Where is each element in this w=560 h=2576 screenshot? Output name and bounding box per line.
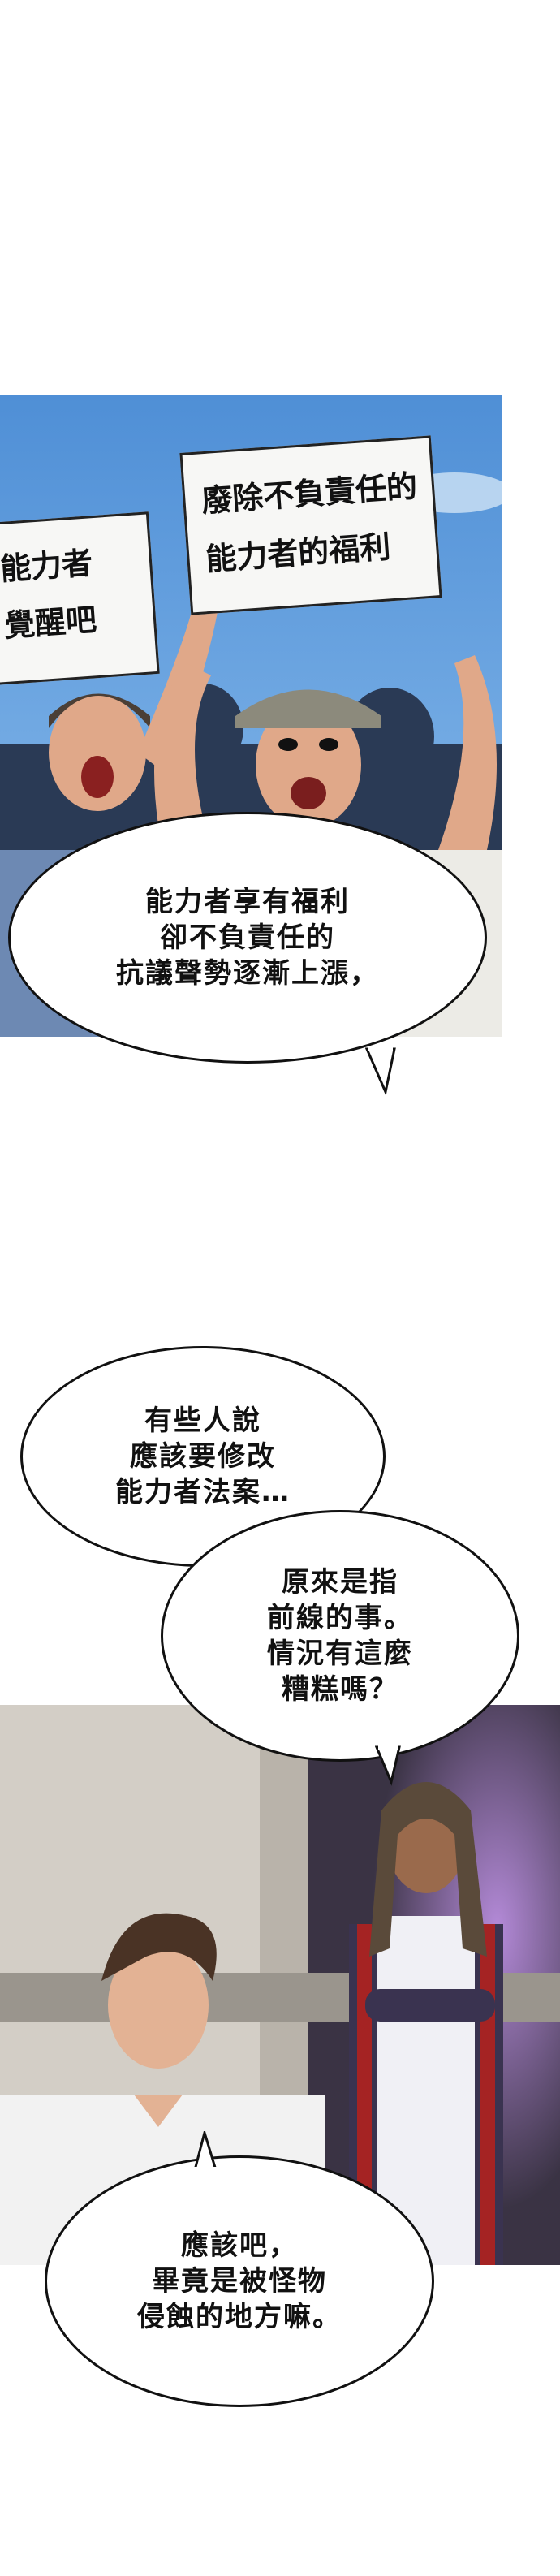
speech-bubble-2-text: 有些人說 應該要修改 能力者法案…: [115, 1405, 291, 1508]
speech-bubble-1-tail: [365, 1047, 396, 1096]
speech-bubble-1: 能力者享有福利 卻不負責任的 抗議聲勢逐漸上漲，: [8, 812, 487, 1064]
protest-sign-right: 廢除不負責任的 能力者的福利: [179, 435, 442, 615]
speech-bubble-1-text: 能力者享有福利 卻不負責任的 抗議聲勢逐漸上漲，: [116, 886, 379, 990]
speech-bubble-4: 應該吧， 畢竟是被怪物 侵蝕的地方嘛。: [45, 2155, 434, 2407]
speech-bubble-3-tail: [375, 1745, 401, 1786]
protest-sign-left: 能力者 覺醒吧: [0, 511, 160, 685]
speech-bubble-3-text: 原來是指 前線的事。 情況有這麼 糟糕嗎？: [267, 1566, 413, 1706]
speech-bubble-4-tail: [193, 2131, 218, 2172]
speech-bubble-4-text: 應該吧， 畢竟是被怪物 侵蝕的地方嘛。: [137, 2229, 342, 2333]
speech-bubble-3: 原來是指 前線的事。 情況有這麼 糟糕嗎？: [161, 1510, 519, 1762]
